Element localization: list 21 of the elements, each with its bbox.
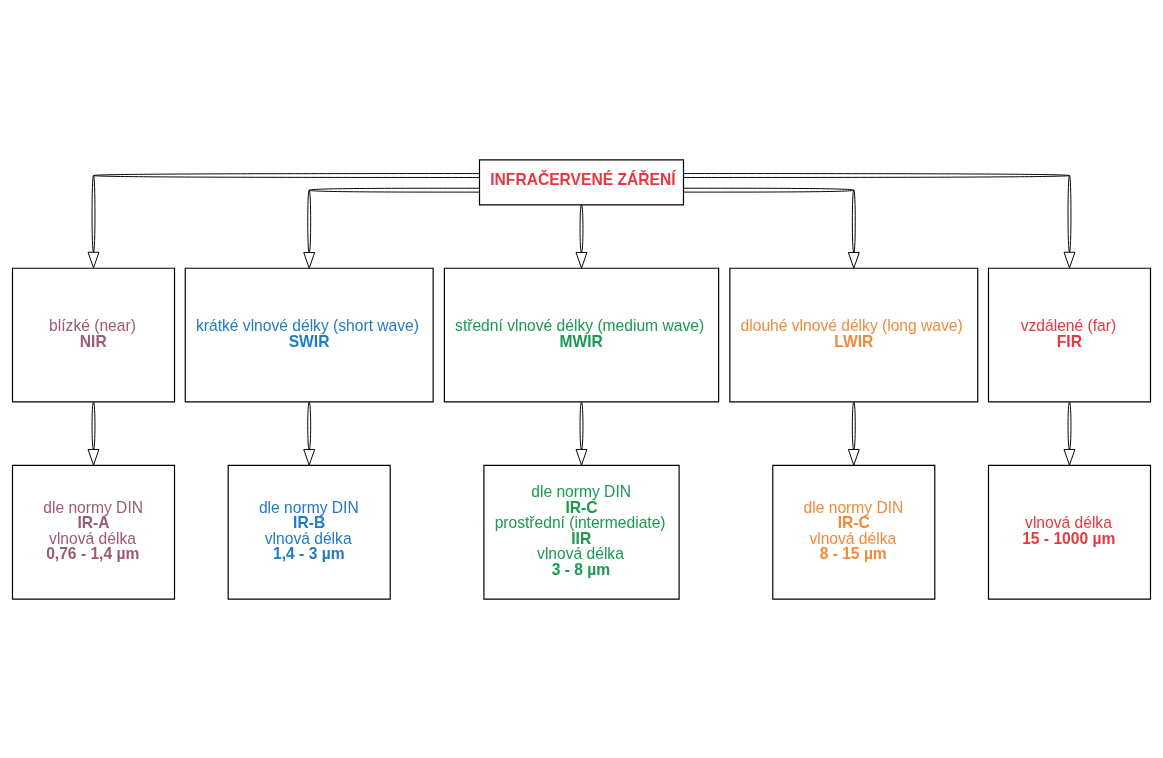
arrow bbox=[303, 401, 316, 466]
node-box: blízké (near) NIR bbox=[11, 267, 176, 403]
arrow bbox=[303, 187, 480, 269]
node-box: dle normy DIN IR-B vlnová délka 1,4 - 3 µm bbox=[227, 464, 391, 600]
arrow bbox=[87, 172, 480, 268]
arrow bbox=[683, 172, 1076, 268]
node-box: střední vlnové délky (medium wave) MWIR bbox=[443, 267, 720, 403]
node-box: vzdálené (far) FIR bbox=[987, 267, 1152, 403]
node-box: INFRAČERVENÉ ZÁŘENÍ bbox=[478, 158, 685, 205]
node-box: dlouhé vlnové délky (long wave) LWIR bbox=[729, 267, 979, 403]
node-box: dle normy DIN IR-C vlnová délka 8 - 15 µm bbox=[772, 464, 936, 600]
arrow bbox=[575, 401, 588, 466]
node-box: dle normy DIN IR-A vlnová délka 0,76 - 1,4 µm bbox=[11, 464, 176, 600]
arrow bbox=[847, 401, 860, 466]
node-box: dle normy DIN IR-C prostřední (intermediate) IIR vlnová délka 3 - 8 µm bbox=[483, 464, 680, 600]
arrow bbox=[87, 401, 100, 466]
node-box: vlnová délka 15 - 1000 µm bbox=[987, 464, 1152, 600]
arrow bbox=[575, 203, 588, 269]
arrow bbox=[683, 187, 860, 269]
node-box: krátké vlnové délky (short wave) SWIR bbox=[184, 267, 434, 403]
arrow bbox=[1063, 401, 1076, 466]
